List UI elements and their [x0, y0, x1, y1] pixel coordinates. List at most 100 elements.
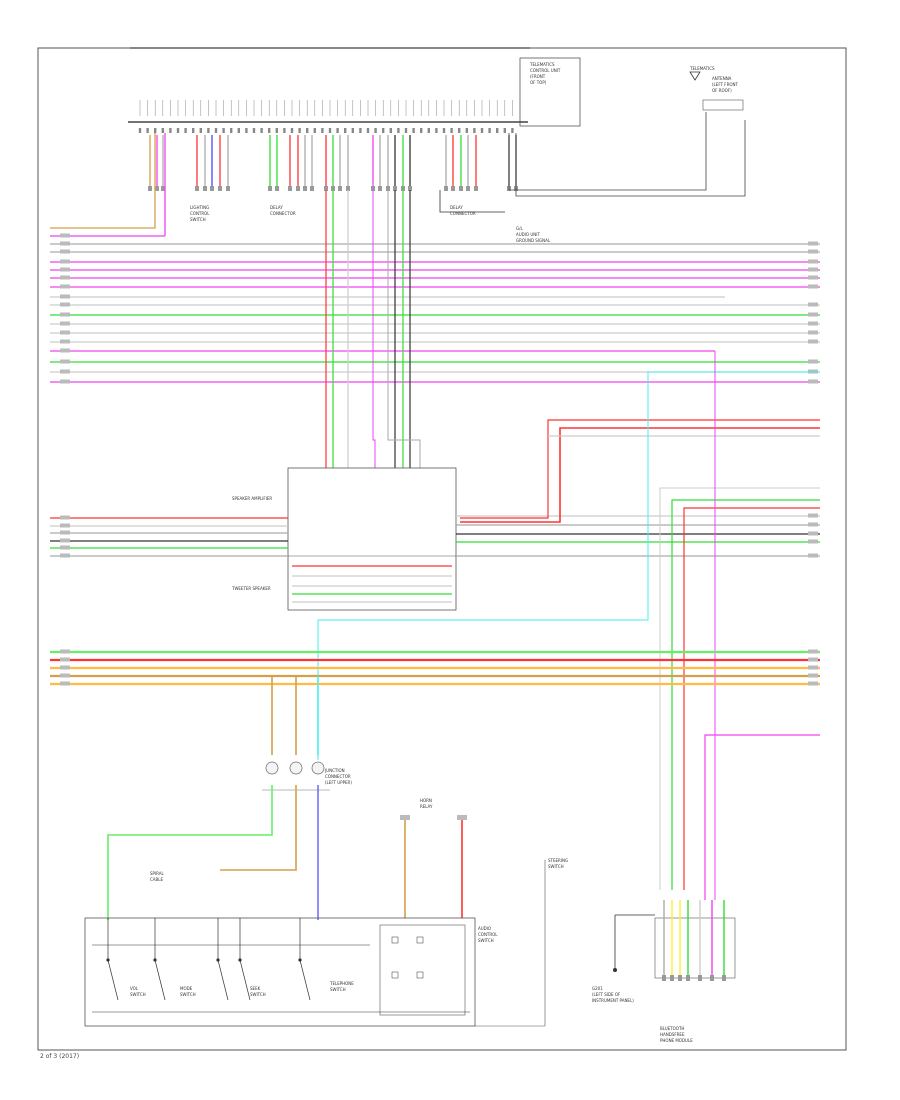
- bus-lower-tag-r-0: [808, 649, 818, 654]
- bus-upper-tag-l-8: [60, 302, 70, 307]
- bus-lower-tag-l-4: [60, 681, 70, 686]
- sw-b-label-0: MODE: [180, 986, 193, 991]
- terminal-453: [451, 186, 455, 191]
- terminal-326: [324, 186, 328, 191]
- pin-5: [176, 128, 180, 133]
- horn-term-1: [400, 815, 410, 820]
- bt-label-2: PHONE MODULE: [660, 1038, 693, 1043]
- bus-upper-tag-r-4: [808, 267, 818, 272]
- right-bundle-tag-2: [808, 531, 818, 536]
- left-conn-c-label-1: CONNECTOR: [450, 211, 476, 216]
- terminal-380: [378, 186, 382, 191]
- pin-21: [298, 128, 301, 133]
- ground-bottom-1: (LEFT SIDE OF: [592, 992, 621, 997]
- pin-11: [222, 128, 225, 133]
- bus-upper-tag-r-6: [808, 284, 818, 289]
- pin-35: [404, 128, 408, 133]
- pin-12: [230, 128, 233, 133]
- bt-pin-4: [698, 975, 702, 981]
- antenna-icon: [689, 71, 701, 81]
- pin-46: [488, 128, 491, 133]
- sw-b-label-1: SWITCH: [180, 992, 196, 997]
- bus-upper-tag-l-3: [60, 259, 70, 264]
- pin-30: [366, 128, 370, 133]
- upper-bus-wires: [50, 133, 820, 384]
- bus-upper-tag-l-6: [60, 284, 70, 289]
- right-pink-wire: [704, 734, 820, 900]
- bus-upper-tag-l-1: [60, 241, 70, 246]
- bus-upper-tag-l-15: [60, 369, 70, 374]
- horn-term-2: [457, 815, 467, 820]
- terminal-348: [346, 186, 350, 191]
- feeder-green-1: [299, 190, 334, 500]
- steering-label-0: STEERING: [548, 858, 568, 863]
- switch-pivot-3: [238, 958, 242, 962]
- bus-upper-tag-l-12: [60, 339, 70, 344]
- telematics-label-0: TELEMATICS: [529, 62, 555, 67]
- right-riser-red: [683, 507, 820, 890]
- pin-25: [328, 128, 332, 133]
- terminal-461: [459, 186, 463, 191]
- left-bundle-tag-5: [60, 553, 70, 558]
- pin-29: [359, 128, 362, 133]
- ground-symbol-icon: [613, 914, 655, 972]
- pin-47: [496, 128, 499, 133]
- ground-note-1: AUDIO UNIT: [516, 232, 540, 237]
- pin-17: [268, 128, 271, 133]
- pin-16: [260, 128, 263, 133]
- switch-contact-0: [107, 959, 119, 1001]
- top-connector-pins: [138, 100, 518, 191]
- pin-15: [252, 128, 256, 133]
- central-module: [287, 467, 457, 611]
- mid-upper-label: SPEAKER AMPLIFIER: [232, 496, 272, 501]
- terminal-228: [226, 186, 230, 191]
- steering-switch-housing: [84, 917, 476, 1027]
- terminal-446: [444, 186, 448, 191]
- bus-upper-tag-r-5: [808, 275, 818, 280]
- feeder-grey-1: [299, 190, 349, 510]
- audio-control-label-0: AUDIO: [478, 926, 491, 931]
- terminal-333: [331, 186, 335, 191]
- pin-27: [344, 128, 347, 133]
- cyan-signal-wire: [317, 371, 820, 760]
- feeder-antenna: [508, 112, 707, 191]
- antenna-label-1: ANTENNA: [712, 76, 732, 81]
- antenna-label-0: TELEMATICS: [689, 66, 715, 71]
- terminal-373: [371, 186, 375, 191]
- spiral-contact-1: [416, 936, 424, 944]
- bt-label-0: BLUETOOTH: [660, 1026, 684, 1031]
- sw-a-label-0: VOL: [130, 986, 139, 991]
- pin-2: [154, 128, 157, 133]
- antenna-label-3: OF ROOF): [712, 88, 732, 93]
- bus-upper-tag-l-9: [60, 312, 70, 317]
- spiral-contact-2: [391, 971, 399, 979]
- bus-upper-tag-r-9: [808, 312, 818, 317]
- bt-module-box: [654, 917, 736, 979]
- terminal-468: [466, 186, 470, 191]
- pin-24: [321, 128, 324, 133]
- right-bundle-tag-1: [808, 522, 818, 527]
- bus-upper-tag-l-14: [60, 359, 70, 364]
- terminal-476: [474, 186, 478, 191]
- bus-upper-tag-l-0: [60, 233, 70, 238]
- left-bundle-tag-1: [60, 523, 70, 528]
- terminal-150: [148, 186, 152, 191]
- antenna-connector: [702, 99, 744, 111]
- bus-upper-tag-r-16: [808, 379, 818, 384]
- feeder-red-1: [299, 190, 327, 490]
- central-module-wires: [50, 351, 820, 900]
- bus-upper-tag-l-10: [60, 321, 70, 326]
- audio-control-label-1: CONTROL: [478, 932, 498, 937]
- bus-upper-tag-r-2: [808, 249, 818, 254]
- junction-tan-out: [220, 785, 297, 871]
- telematics-box: [519, 57, 581, 127]
- terminal-205: [203, 186, 207, 191]
- pin-36: [412, 128, 415, 133]
- ground-bottom-2: INSTRUMENT PANEL): [592, 998, 634, 1003]
- switch-pivot-4: [298, 958, 302, 962]
- terminal-197: [195, 186, 199, 191]
- bus-upper-tag-r-10: [808, 321, 818, 326]
- right-bundle-tag-4: [808, 553, 818, 558]
- junction-green-out: [107, 785, 273, 920]
